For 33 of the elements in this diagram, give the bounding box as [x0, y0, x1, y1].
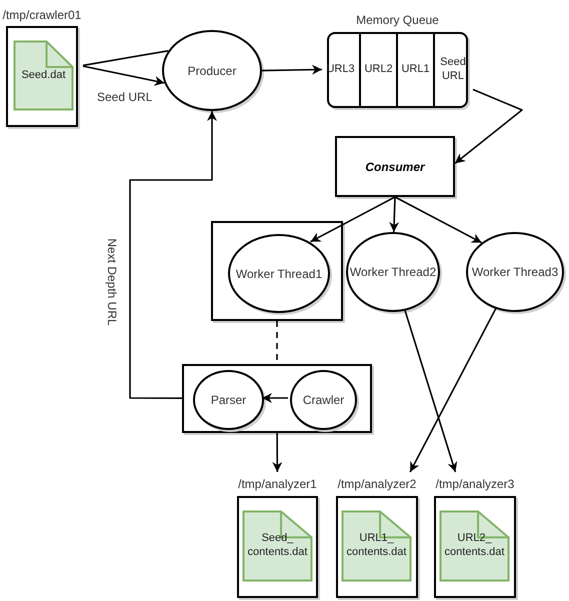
arrow [394, 196, 482, 244]
file-name: Seed_ contents.dat [246, 532, 308, 560]
arrow [404, 310, 458, 472]
arrow [389, 196, 400, 232]
edge-label: Next Depth URL [104, 236, 120, 328]
arrow [409, 308, 496, 472]
folder-path-label: /tmp/analyzer3 [436, 476, 514, 492]
container-box [182, 364, 372, 433]
process-ellipse: Worker Thread1 [228, 234, 330, 313]
file-name: URL1_ contents.dat [346, 532, 408, 560]
arrow [310, 196, 396, 242]
arrow [272, 433, 282, 472]
process-box: Consumer [335, 136, 455, 197]
folder-path-label: /tmp/analyzer1 [238, 476, 317, 492]
process-ellipse: Parser [193, 370, 264, 430]
process-ellipse: Crawler [290, 370, 357, 430]
queue-slot: URL2 [359, 32, 396, 108]
queue-slot: Seed URL [433, 32, 471, 108]
process-ellipse: Worker Thread3 [466, 232, 564, 312]
queue-title: Memory Queue [356, 12, 439, 28]
process-ellipse: Producer [162, 30, 262, 111]
arrow [262, 64, 322, 75]
arrow [262, 393, 288, 403]
folder-path-label: /tmp/crawler01 [2, 7, 82, 23]
file-name: Seed.dat [21, 68, 66, 82]
container-box [211, 221, 343, 321]
queue-slot: URL1 [396, 32, 433, 108]
arrow [82, 65, 165, 86]
arrow [454, 88, 523, 164]
file-name: URL2_ contents.dat [444, 532, 506, 560]
folder-path-label: /tmp/analyzer2 [338, 476, 416, 492]
arrow [129, 111, 217, 399]
process-ellipse: Worker Thread2 [346, 232, 440, 312]
